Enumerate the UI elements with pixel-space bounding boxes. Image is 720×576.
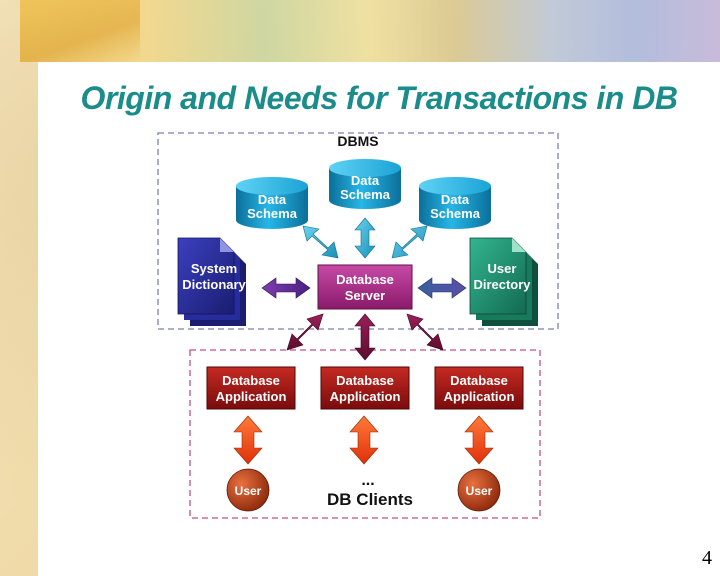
arrow-server-schema-center <box>354 217 376 259</box>
schema-right-line2: Schema <box>430 206 481 221</box>
user-left: User <box>226 468 270 512</box>
app-center-line2: Application <box>330 389 401 404</box>
slide-title: Origin and Needs for Transactions in DB <box>80 80 678 116</box>
arrow-server-app-right <box>406 313 444 351</box>
data-schema-center: Data Schema <box>329 159 401 209</box>
arrow-server-app-center <box>354 313 376 361</box>
page-number: 4 <box>702 547 712 569</box>
schema-left-line2: Schema <box>247 206 298 221</box>
directory-line2: Directory <box>473 277 531 292</box>
app-left-line1: Database <box>222 373 280 388</box>
database-server: Database Server <box>317 264 413 310</box>
arrow-app-user-center <box>349 415 379 465</box>
database-application-center: Database Application <box>320 366 410 410</box>
app-left-line2: Application <box>216 389 287 404</box>
user-left-label: User <box>235 484 262 498</box>
schema-center-line2: Schema <box>340 187 391 202</box>
arrow-server-directory <box>417 277 467 299</box>
ellipsis: ... <box>361 472 374 489</box>
arrow-server-schema-right <box>391 225 428 259</box>
arrow-server-schema-left <box>302 225 339 259</box>
schema-right-line1: Data <box>441 192 470 207</box>
server-line2: Server <box>345 288 385 303</box>
user-right: User <box>457 468 501 512</box>
user-directory: User Directory <box>469 237 538 326</box>
system-dictionary: System Dictionary <box>177 237 247 326</box>
directory-line1: User <box>488 261 517 276</box>
app-center-line1: Database <box>336 373 394 388</box>
database-application-right: Database Application <box>434 366 524 410</box>
arrow-server-dictionary <box>261 277 311 299</box>
dbms-label: DBMS <box>337 133 378 149</box>
app-right-line1: Database <box>450 373 508 388</box>
arrow-app-user-right <box>464 415 494 465</box>
app-right-line2: Application <box>444 389 515 404</box>
schema-left-line1: Data <box>258 192 287 207</box>
schema-center-line1: Data <box>351 173 380 188</box>
arrow-app-user-left <box>233 415 263 465</box>
server-line1: Database <box>336 272 394 287</box>
slide-canvas <box>38 62 720 576</box>
dictionary-line2: Dictionary <box>182 277 246 292</box>
dictionary-line1: System <box>191 261 237 276</box>
data-schema-left: Data Schema <box>236 177 308 229</box>
data-schema-right: Data Schema <box>419 177 491 229</box>
arrow-server-app-left <box>286 313 324 351</box>
database-application-left: Database Application <box>206 366 296 410</box>
dbms-boundary <box>157 132 559 330</box>
user-right-label: User <box>466 484 493 498</box>
db-clients-label: DB Clients <box>327 490 413 509</box>
decorative-banner-accent <box>20 0 140 62</box>
